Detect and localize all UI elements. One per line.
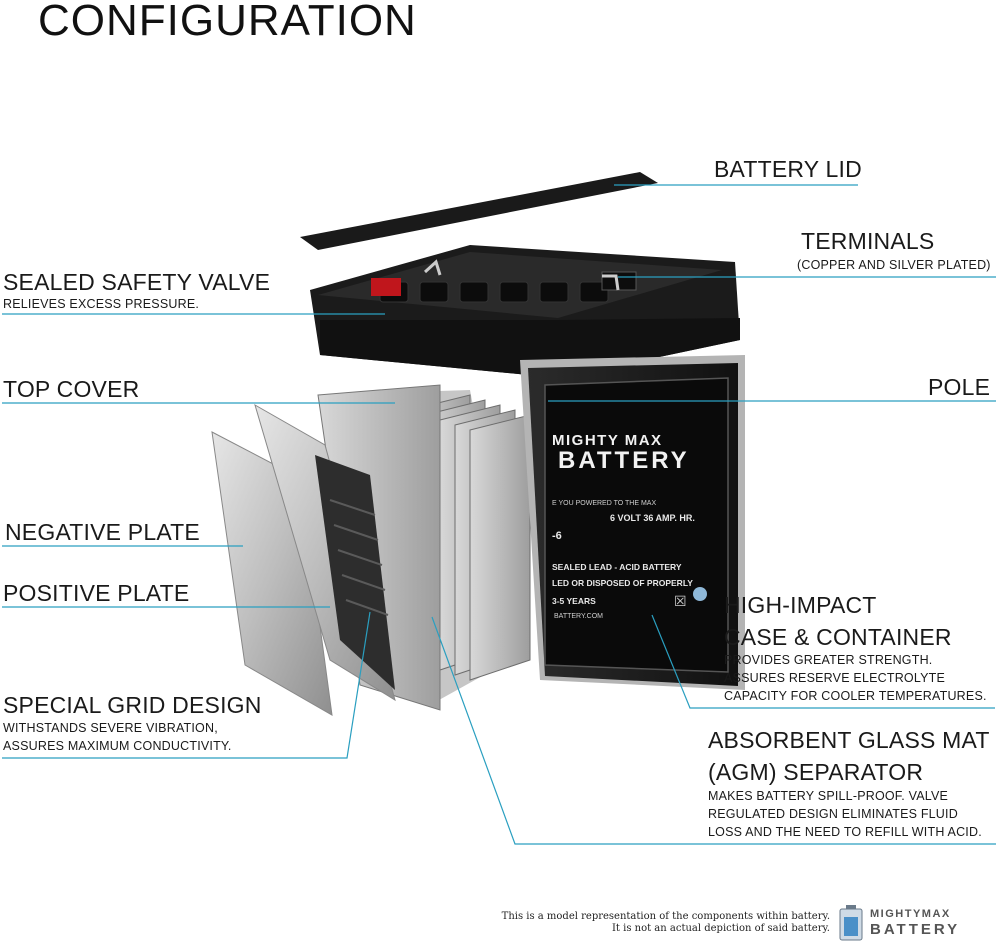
battery-lid	[300, 172, 658, 250]
label-case-sub1: PROVIDES GREATER STRENGTH.	[724, 653, 933, 667]
label-case-sub3: CAPACITY FOR COOLER TEMPERATURES.	[724, 689, 987, 703]
case-model: -6	[552, 530, 562, 542]
footer-logo-line1: MIGHTYMAX	[870, 908, 951, 920]
label-safety-valve: SEALED SAFETY VALVE	[3, 269, 271, 295]
footer-note-line2: It is not an actual depiction of said ba…	[611, 923, 830, 934]
top-cover	[310, 245, 740, 378]
battery-case	[520, 355, 745, 690]
label-terminals-sub: (COPPER AND SILVER PLATED)	[797, 258, 991, 272]
label-battery-lid: BATTERY LID	[714, 156, 862, 182]
label-pole: POLE	[928, 374, 991, 400]
plate-stack	[317, 384, 531, 711]
label-agm-line2: (AGM) SEPARATOR	[708, 759, 924, 785]
footer-logo: MIGHTYMAX BATTERY	[838, 905, 998, 941]
label-grid-design-sub1: WITHSTANDS SEVERE VIBRATION,	[3, 721, 218, 735]
recycle-bin-icon: ☒	[674, 593, 687, 609]
terminal-tab-right	[602, 274, 620, 291]
case-type: SEALED LEAD - ACID BATTERY	[552, 562, 682, 572]
recycle-icon	[693, 587, 707, 601]
label-grid-design: SPECIAL GRID DESIGN	[3, 692, 262, 718]
leader-case	[651, 614, 995, 709]
label-top-cover: TOP COVER	[3, 376, 140, 402]
case-brand-line2: BATTERY	[558, 447, 690, 474]
case-tagline: E YOU POWERED TO THE MAX	[552, 500, 657, 507]
label-positive-plate: POSITIVE PLATE	[3, 580, 190, 606]
positive-terminal	[371, 278, 401, 296]
leader-agm	[431, 616, 996, 845]
label-agm-sub3: LOSS AND THE NEED TO REFILL WITH ACID.	[708, 825, 982, 839]
label-negative-plate: NEGATIVE PLATE	[5, 519, 200, 545]
label-terminals: TERMINALS	[801, 228, 935, 254]
battery-logo-icon	[839, 905, 863, 941]
page-title: CONFIGURATION	[38, 0, 417, 45]
terminal-tab-left	[423, 259, 442, 276]
label-case-line1: HIGH-IMPACT	[724, 592, 877, 618]
case-disposal: LED OR DISPOSED OF PROPERLY	[552, 578, 693, 588]
label-agm-line1: ABSORBENT GLASS MAT	[708, 727, 990, 753]
footer-logo-line2: BATTERY	[870, 921, 961, 938]
case-life: 3-5 YEARS	[552, 596, 596, 606]
grid	[315, 455, 395, 690]
case-site: BATTERY.COM	[554, 613, 604, 620]
positive-plate	[254, 403, 396, 702]
footer-note-line1: This is a model representation of the co…	[501, 911, 830, 922]
label-agm-sub1: MAKES BATTERY SPILL-PROOF. VALVE	[708, 789, 949, 803]
label-case-line2: CASE & CONTAINER	[724, 624, 952, 650]
label-agm-sub2: REGULATED DESIGN ELIMINATES FLUID	[708, 807, 958, 821]
label-grid-design-sub2: ASSURES MAXIMUM CONDUCTIVITY.	[3, 739, 232, 753]
footer-note: This is a model representation of the co…	[502, 911, 830, 935]
case-rating: 6 VOLT 36 AMP. HR.	[610, 513, 695, 523]
label-case-sub2: ASSURES RESERVE ELECTROLYTE	[724, 671, 945, 685]
case-brand-line1: MIGHTY MAX	[552, 432, 663, 449]
label-safety-valve-sub: RELIEVES EXCESS PRESSURE.	[3, 297, 200, 311]
leader-lines	[2, 184, 996, 845]
leader-grid-design	[2, 611, 371, 759]
